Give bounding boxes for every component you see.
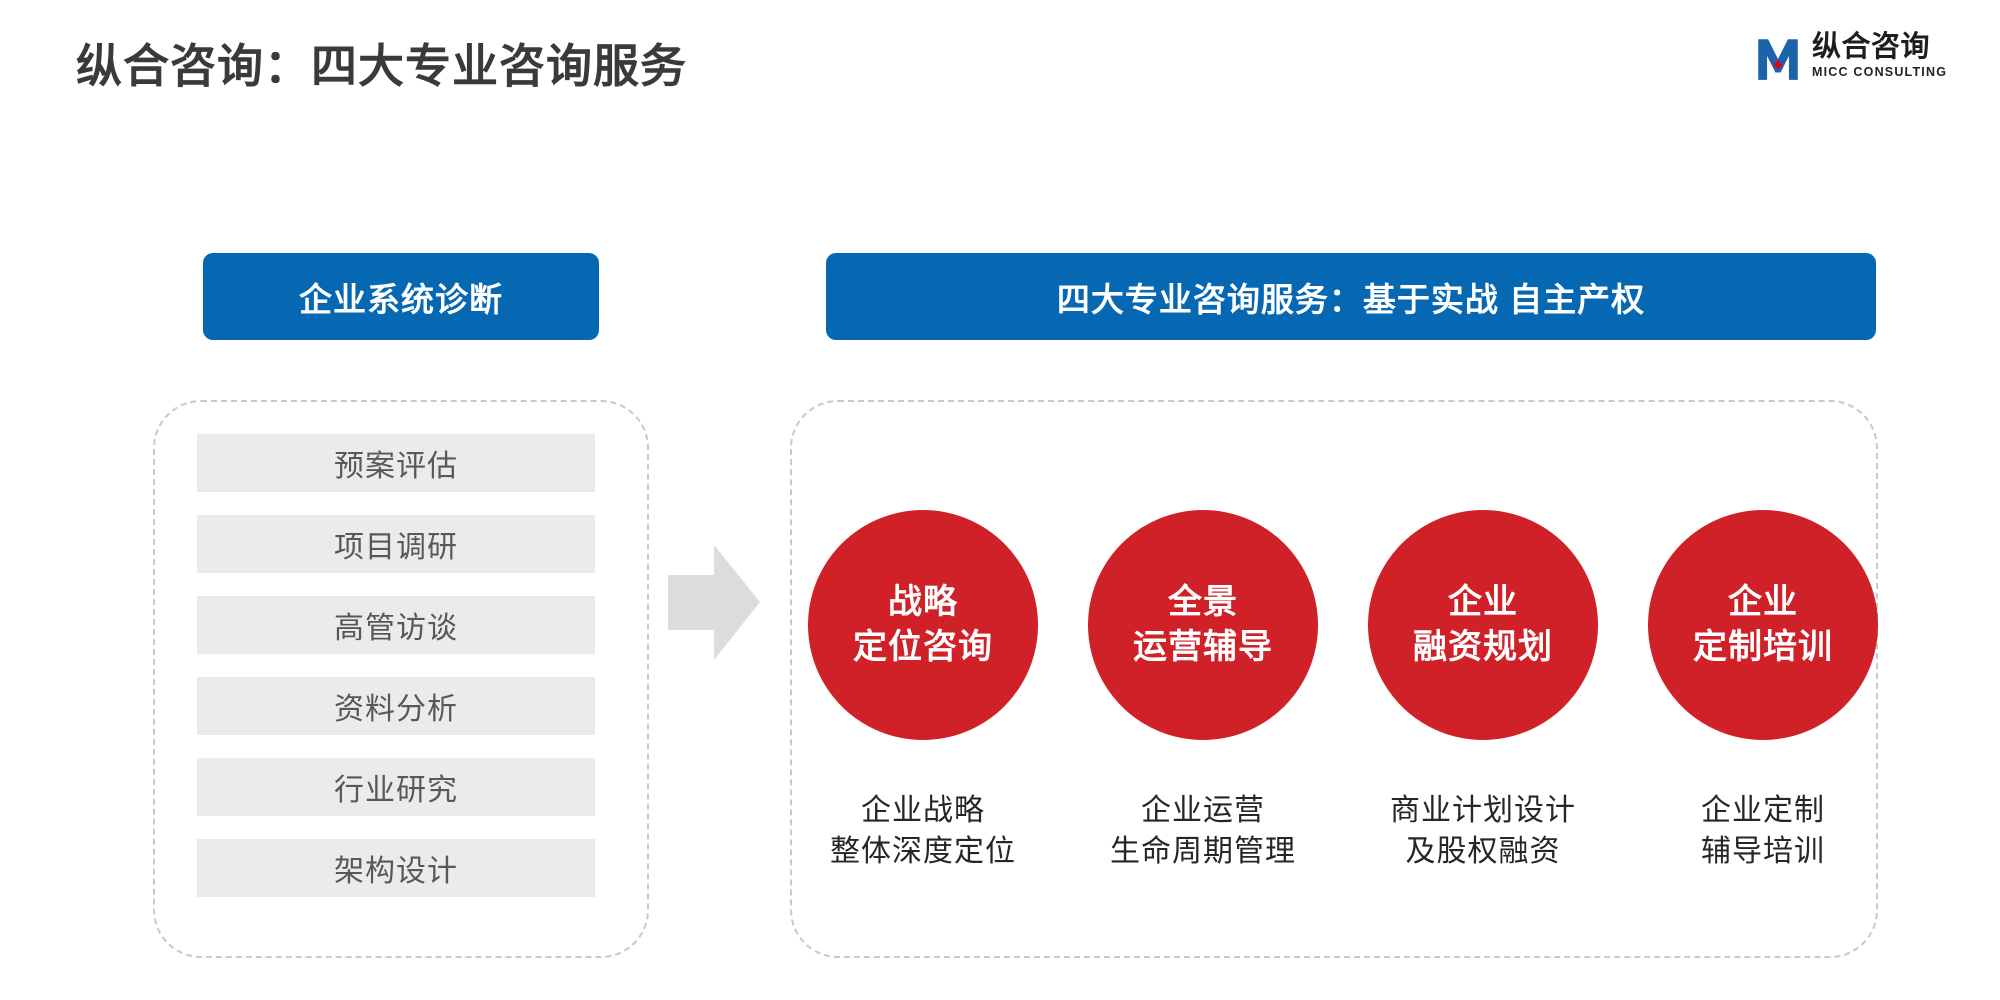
service-circle-label-line2: 定制培训 [1693,628,1833,666]
service-caption-line2: 生命周期管理 [1110,835,1296,868]
service-circle-label-line1: 全景 [1168,583,1238,621]
service-caption-line1: 商业计划设计 [1390,794,1576,827]
service-circle-label-line2: 运营辅导 [1133,628,1273,666]
service-caption: 企业运营 生命周期管理 [1043,790,1363,872]
service-caption-line2: 整体深度定位 [830,835,1016,868]
service-caption: 企业战略 整体深度定位 [763,790,1083,872]
service-circle-label-line2: 定位咨询 [853,628,993,666]
right-panel-header: 四大专业咨询服务：基于实战 自主产权 [826,253,1876,340]
service-circle-label-line1: 战略 [888,583,958,621]
right-panel-header-label: 四大专业咨询服务：基于实战 自主产权 [1056,280,1646,318]
service-caption-line1: 企业定制 [1701,794,1825,827]
brand-name-cn: 纵合咨询 [1812,31,1931,63]
page-title: 纵合咨询：四大专业咨询服务 [76,40,687,92]
service-circle-label-line1: 企业 [1448,583,1518,621]
service-circle: 企业 定制培训 [1648,510,1878,740]
service-circle-label-line2: 融资规划 [1413,628,1553,666]
brand-name-en: MICC CONSULTING [1812,65,1948,79]
service-caption-line2: 及股权融资 [1405,835,1561,868]
diagnosis-item: 架构设计 [197,839,595,897]
service-caption-line2: 辅导培训 [1701,835,1825,868]
services-panel: 战略 定位咨询 企业战略 整体深度定位 全景 运营辅导 企业运营 生命周期管理 … [790,400,1878,958]
service-caption: 企业定制 辅导培训 [1603,790,1923,872]
service-circle: 战略 定位咨询 [808,510,1038,740]
diagnosis-item: 资料分析 [197,677,595,735]
service-caption-line1: 企业战略 [861,794,985,827]
service-caption-line1: 企业运营 [1141,794,1265,827]
diagnosis-item: 预案评估 [197,434,595,492]
left-panel-header: 企业系统诊断 [203,253,599,340]
service-circle: 企业 融资规划 [1368,510,1598,740]
service-column: 战略 定位咨询 企业战略 整体深度定位 [808,510,1038,872]
service-column: 企业 融资规划 商业计划设计 及股权融资 [1368,510,1598,872]
service-caption: 商业计划设计 及股权融资 [1323,790,1643,872]
service-circle: 全景 运营辅导 [1088,510,1318,740]
right-arrow-icon [668,545,760,660]
service-circle-label-line1: 企业 [1728,583,1798,621]
micc-m-logo-icon [1758,39,1798,80]
diagnosis-item: 项目调研 [197,515,595,573]
brand-text: 纵合咨询 MICC CONSULTING [1812,30,1947,80]
diagnosis-item: 高管访谈 [197,596,595,654]
service-column: 企业 定制培训 企业定制 辅导培训 [1648,510,1878,872]
brand-logo: 纵合咨询 MICC CONSULTING [1752,30,1947,86]
diagnosis-item: 行业研究 [197,758,595,816]
service-column: 全景 运营辅导 企业运营 生命周期管理 [1088,510,1318,872]
diagnosis-panel: 预案评估 项目调研 高管访谈 资料分析 行业研究 架构设计 [153,400,649,958]
left-panel-header-label: 企业系统诊断 [299,280,503,318]
